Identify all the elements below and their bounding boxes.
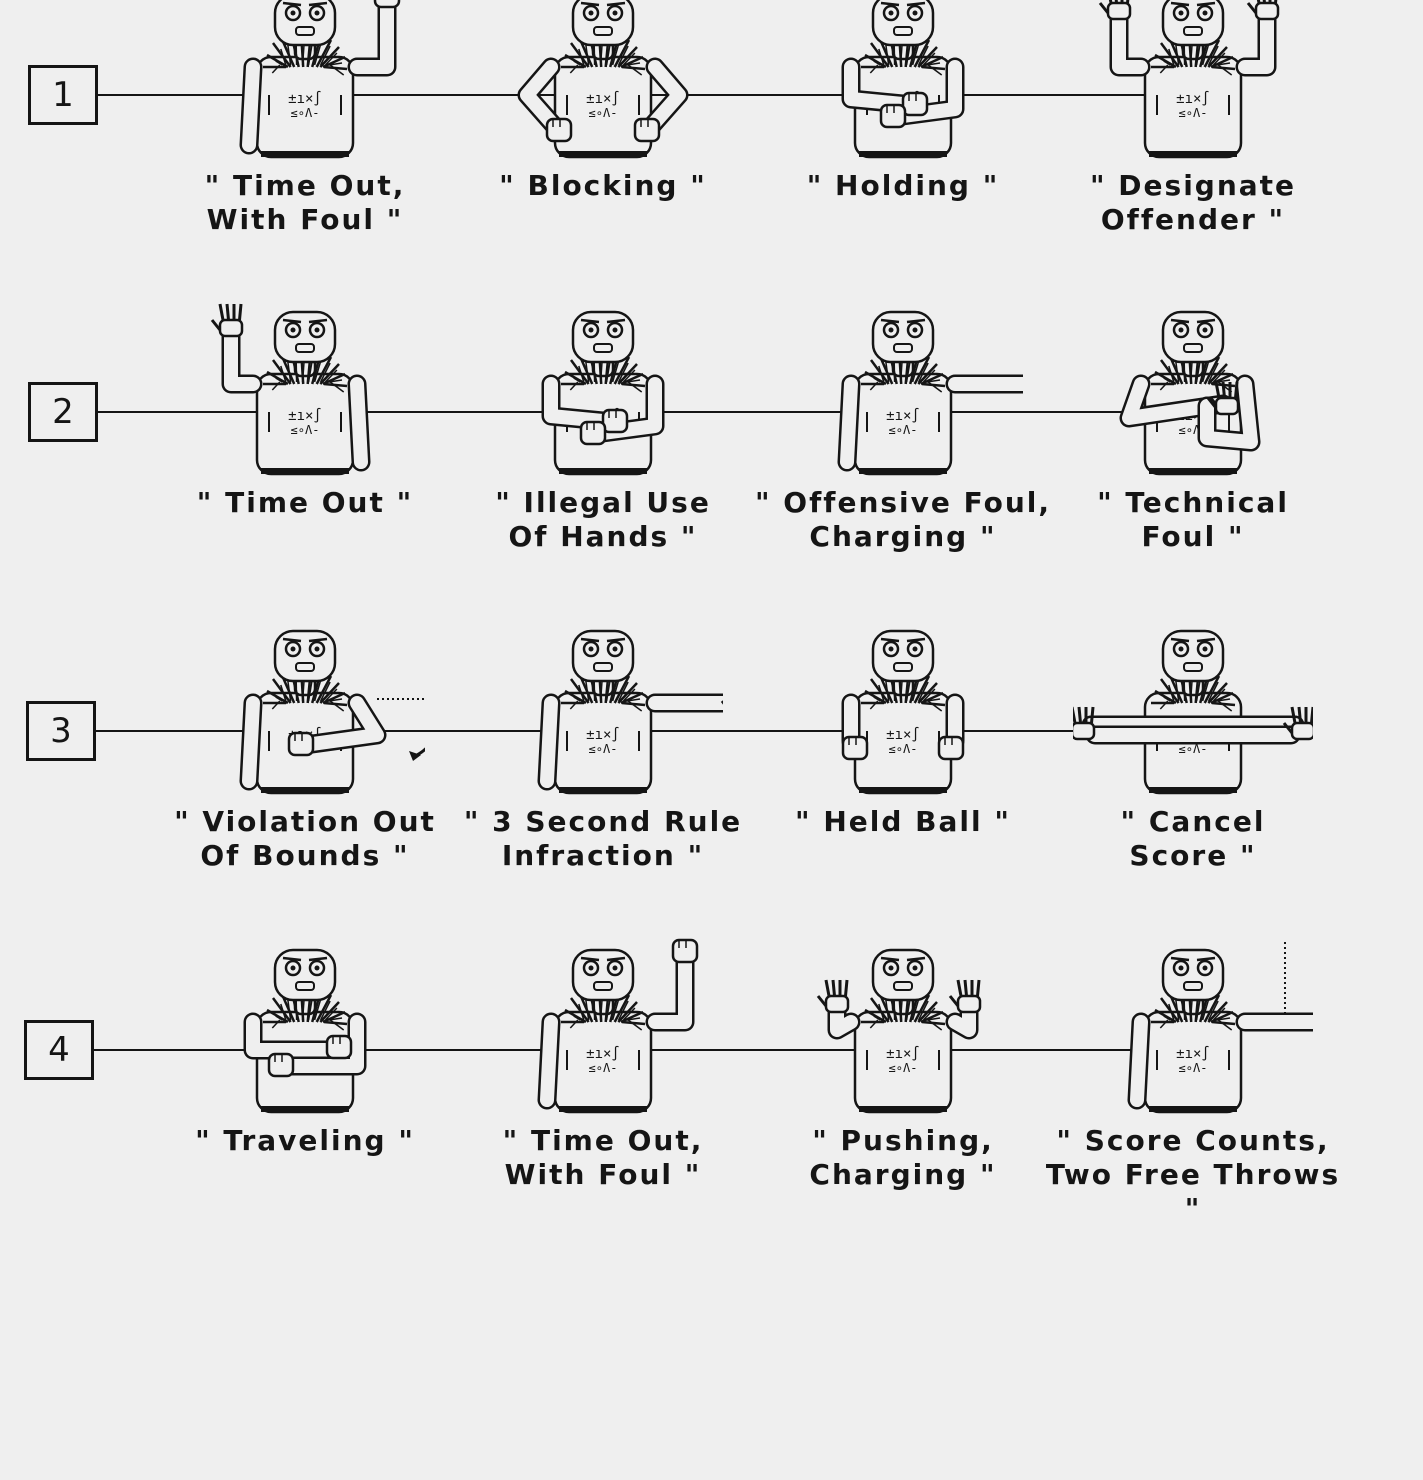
svg-text:±ı×∫: ±ı×∫ (586, 1045, 620, 1062)
svg-text:≤∘Λ-: ≤∘Λ- (589, 742, 618, 756)
referee-figure-grab-wrist: ±ı×∫≤∘Λ- (541, 310, 665, 476)
referee-figure-fist-up: ±ı×∫≤∘Λ- (239, 0, 401, 159)
svg-text:≤∘Λ-: ≤∘Λ- (1179, 106, 1208, 120)
signal-caption: " Time Out, With Foul " (502, 1124, 704, 1191)
referee-figure-arm-out-right: ±ı×∫≤∘Λ- (837, 310, 1023, 476)
signal-caption: " Offensive Foul, Charging " (754, 486, 1052, 553)
svg-text:≤∘Λ-: ≤∘Λ- (1179, 742, 1208, 756)
svg-text:±ı×∫: ±ı×∫ (586, 726, 620, 743)
referee-figure-arms-cross: ±ı×∫≤∘Λ- (1073, 629, 1313, 795)
svg-text:≤∘Λ-: ≤∘Λ- (291, 423, 320, 437)
svg-text:±ı×∫: ±ı×∫ (586, 90, 620, 107)
row-number-box: 2 (28, 382, 98, 442)
referee-figure-arm-out-fingers: ±ı×∫≤∘Λ- (537, 629, 723, 795)
svg-text:±ı×∫: ±ı×∫ (288, 90, 322, 107)
referee-figure-grab-wrist: ±ı×∫≤∘Λ- (841, 0, 965, 159)
signal-caption: " Held Ball " (795, 805, 1011, 838)
row-number-box: 4 (24, 1020, 94, 1080)
signal-caption: " Blocking " (499, 169, 707, 202)
referee-figure-both-hands-up: ±ı×∫≤∘Λ- (816, 948, 982, 1114)
signal-caption: " Traveling " (195, 1124, 415, 1157)
svg-text:≤∘Λ-: ≤∘Λ- (1179, 1061, 1208, 1075)
signal-caption: " Time Out " (196, 486, 414, 519)
referee-figure-fist-up: ±ı×∫≤∘Λ- (537, 938, 699, 1114)
svg-text:±ı×∫: ±ı×∫ (288, 407, 322, 424)
signal-caption: " Cancel Score " (1120, 805, 1266, 872)
svg-text:≤∘Λ-: ≤∘Λ- (291, 106, 320, 120)
svg-text:≤∘Λ-: ≤∘Λ- (889, 423, 918, 437)
row-number-box: 1 (28, 65, 98, 125)
svg-text:±ı×∫: ±ı×∫ (886, 726, 920, 743)
signal-caption: " Pushing, Charging " (809, 1124, 997, 1191)
referee-figure-hands-hips: ±ı×∫≤∘Λ- (517, 0, 689, 159)
signal-caption: " Designate Offender " (1089, 169, 1297, 236)
referee-figure-open-hand-up: ±ı×∫≤∘Λ- (210, 303, 371, 476)
signal-caption: " Score Counts, Two Free Throws " (1045, 1124, 1341, 1225)
signal-caption: " Violation Out Of Bounds " (174, 805, 436, 872)
referee-figure-roll-arms: ±ı×∫≤∘Λ- (243, 948, 367, 1114)
svg-text:±ı×∫: ±ı×∫ (886, 407, 920, 424)
svg-text:≤∘Λ-: ≤∘Λ- (889, 1061, 918, 1075)
svg-text:≤∘Λ-: ≤∘Λ- (589, 106, 618, 120)
row-number-box: 3 (26, 701, 96, 761)
svg-text:±ı×∫: ±ı×∫ (1176, 90, 1210, 107)
svg-text:≤∘Λ-: ≤∘Λ- (589, 1061, 618, 1075)
referee-figure-arm-swing: ±ı×∫≤∘Λ- (1127, 942, 1313, 1114)
referee-figure-point-out: ±ı×∫≤∘Λ- (239, 629, 425, 795)
referee-figure-t-sign: ±ı×∫≤∘Λ- (1119, 310, 1261, 476)
signal-caption: " Technical Foul " (1097, 486, 1289, 553)
signal-caption: " Holding " (806, 169, 1000, 202)
referee-figure-thumbs-up: ±ı×∫≤∘Λ- (841, 629, 965, 795)
signal-caption: " 3 Second Rule Infraction " (463, 805, 743, 872)
svg-text:±ı×∫: ±ı×∫ (1176, 1045, 1210, 1062)
signal-caption: " Illegal Use Of Hands " (495, 486, 711, 553)
referee-figure-both-up-fingers: ±ı×∫≤∘Λ- (1098, 0, 1280, 159)
signal-caption: " Time Out, With Foul " (204, 169, 406, 236)
svg-text:≤∘Λ-: ≤∘Λ- (889, 742, 918, 756)
svg-text:±ı×∫: ±ı×∫ (886, 1045, 920, 1062)
